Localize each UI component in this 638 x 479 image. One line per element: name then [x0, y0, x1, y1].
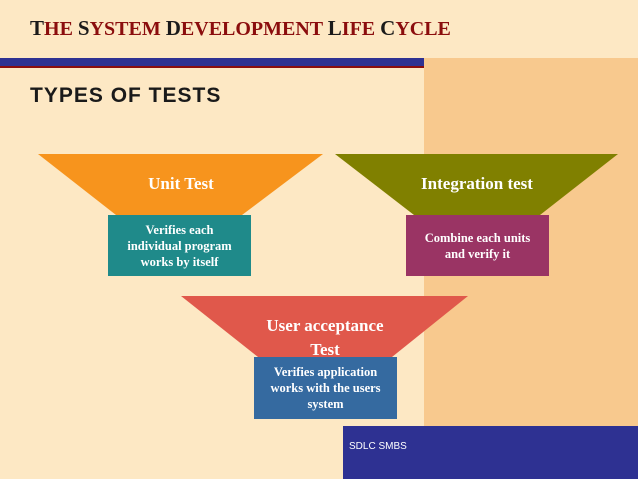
uat-desc-line-1: Verifies application	[273, 365, 378, 379]
title-rest-4: IFE	[341, 18, 381, 40]
uat-label-line-2: Test	[310, 340, 340, 359]
title-cap-2: S	[77, 16, 90, 40]
title-rest-5: YCLE	[395, 18, 451, 40]
footer-text: SDLC SMBS	[349, 441, 407, 452]
integration-test-label: Integration test	[421, 174, 533, 193]
title-band	[0, 0, 638, 58]
integration-test-description: Combine each units and verify it	[425, 230, 531, 262]
uat-funnel	[181, 296, 468, 357]
title-rest-2: YSTEM	[89, 18, 166, 40]
title-rest-3: EVELOPMENT	[180, 18, 328, 40]
slide-subtitle: TYPES OF TESTS	[30, 84, 222, 107]
uat-desc-line-3: system	[307, 397, 344, 411]
title-cap-3: D	[165, 16, 181, 40]
title-rest-1: HE	[44, 18, 78, 40]
unit-test-funnel	[38, 154, 323, 215]
title-rule-red	[0, 66, 424, 68]
unit-desc-line-3: works by itself	[140, 254, 219, 269]
uat-label-line-1: User acceptance	[266, 316, 384, 335]
title-rule-blue	[0, 58, 424, 66]
integration-test-funnel	[335, 154, 618, 215]
footer-band	[343, 426, 638, 479]
unit-test-description: Verifies each individual program works b…	[127, 222, 231, 270]
uat-description-box: Verifies application works with the user…	[254, 357, 397, 419]
unit-test-label: Unit Test	[148, 174, 214, 193]
unit-desc-line-1: Verifies each	[145, 222, 214, 237]
uat-desc-line-2: works with the users	[270, 381, 381, 395]
unit-desc-line-2: individual program	[127, 238, 232, 253]
integration-desc-line-2: and verify it	[444, 246, 511, 261]
integration-test-description-box: Combine each units and verify it	[406, 215, 549, 276]
unit-test-description-box: Verifies each individual program works b…	[108, 215, 251, 276]
title-cap-1: T	[30, 16, 45, 40]
title-cap-4: L	[327, 16, 342, 40]
slide-title: THE SYSTEM DEVELOPMENT LIFE CYCLE	[30, 16, 451, 41]
title-cap-5: C	[380, 16, 396, 40]
uat-description: Verifies application works with the user…	[270, 364, 380, 412]
integration-desc-line-1: Combine each units	[424, 230, 531, 245]
